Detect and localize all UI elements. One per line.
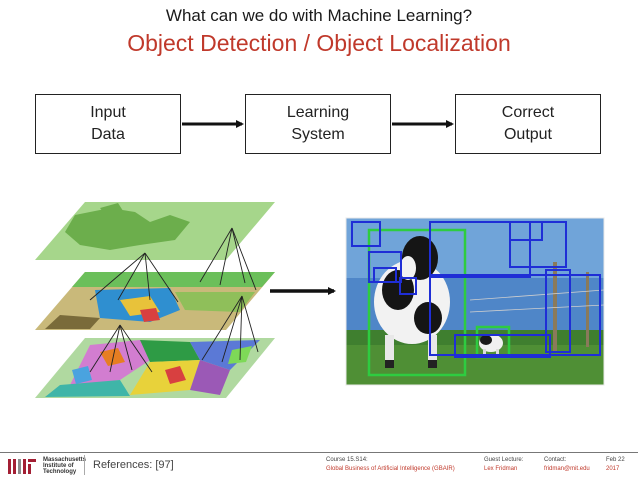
detection-box-cow-green bbox=[367, 228, 467, 377]
learning-system-line2: System bbox=[291, 126, 345, 143]
date-month: Feb 22 bbox=[606, 457, 625, 463]
logo-line-2: Institute of bbox=[42, 463, 74, 469]
mit-logo-spacer bbox=[6, 458, 39, 474]
logo-line-3: Technology bbox=[42, 469, 77, 475]
detection-photo bbox=[346, 218, 604, 385]
correct-output-line2: Output bbox=[503, 126, 552, 143]
contact-label: Contact: bbox=[544, 457, 567, 463]
contact-email: fridman@mit.edu bbox=[544, 466, 590, 472]
pyramid-connectors bbox=[89, 227, 259, 373]
slide-title: Object Detection / Object Localization bbox=[127, 30, 511, 56]
learning-system-box: Learning System bbox=[245, 94, 391, 154]
bottom-segmentation-layer bbox=[35, 338, 275, 398]
date-year: 2017 bbox=[606, 466, 620, 472]
course-name: Global Business of Artificial Intelligen… bbox=[326, 466, 455, 472]
references-text: References: [97] bbox=[84, 455, 174, 475]
mit-logo-text: Massachusetts Institute of Technology bbox=[43, 457, 86, 475]
input-data-box: Input Data bbox=[35, 94, 181, 154]
mit-logo-icon bbox=[8, 459, 36, 474]
learning-system-line1: Learning bbox=[286, 104, 350, 121]
detection-boxes bbox=[351, 221, 601, 377]
footer-lecture: Guest Lecture: Lex Fridman bbox=[484, 456, 523, 474]
input-data-line2: Data bbox=[91, 126, 125, 143]
photo-frame bbox=[345, 217, 605, 386]
correct-output-line1: Correct bbox=[501, 104, 555, 121]
correct-output-box: Correct Output bbox=[455, 94, 601, 154]
top-segmentation-layer bbox=[35, 202, 275, 260]
lecturer-name: Lex Fridman bbox=[484, 466, 518, 472]
logo-line-1: Massachusetts bbox=[42, 457, 86, 463]
mit-logo: Massachusetts Institute of Technology bbox=[6, 457, 86, 475]
input-data-line1: Input bbox=[90, 104, 126, 121]
lecture-label: Guest Lecture: bbox=[484, 457, 524, 463]
calf-figure bbox=[479, 334, 503, 357]
footer-divider bbox=[0, 452, 638, 453]
segmentation-layers-illustration bbox=[35, 202, 275, 398]
footer-date: Feb 22 2017 bbox=[606, 456, 625, 474]
footer-course: Course 15.S14: Global Business of Artifi… bbox=[326, 456, 455, 474]
slide-supertitle: What can we do with Machine Learning? bbox=[165, 6, 473, 25]
course-label: Course 15.S14: bbox=[326, 457, 368, 463]
middle-segmentation-layer bbox=[35, 272, 275, 330]
footer-contact: Contact: fridman@mit.edu bbox=[544, 456, 590, 474]
